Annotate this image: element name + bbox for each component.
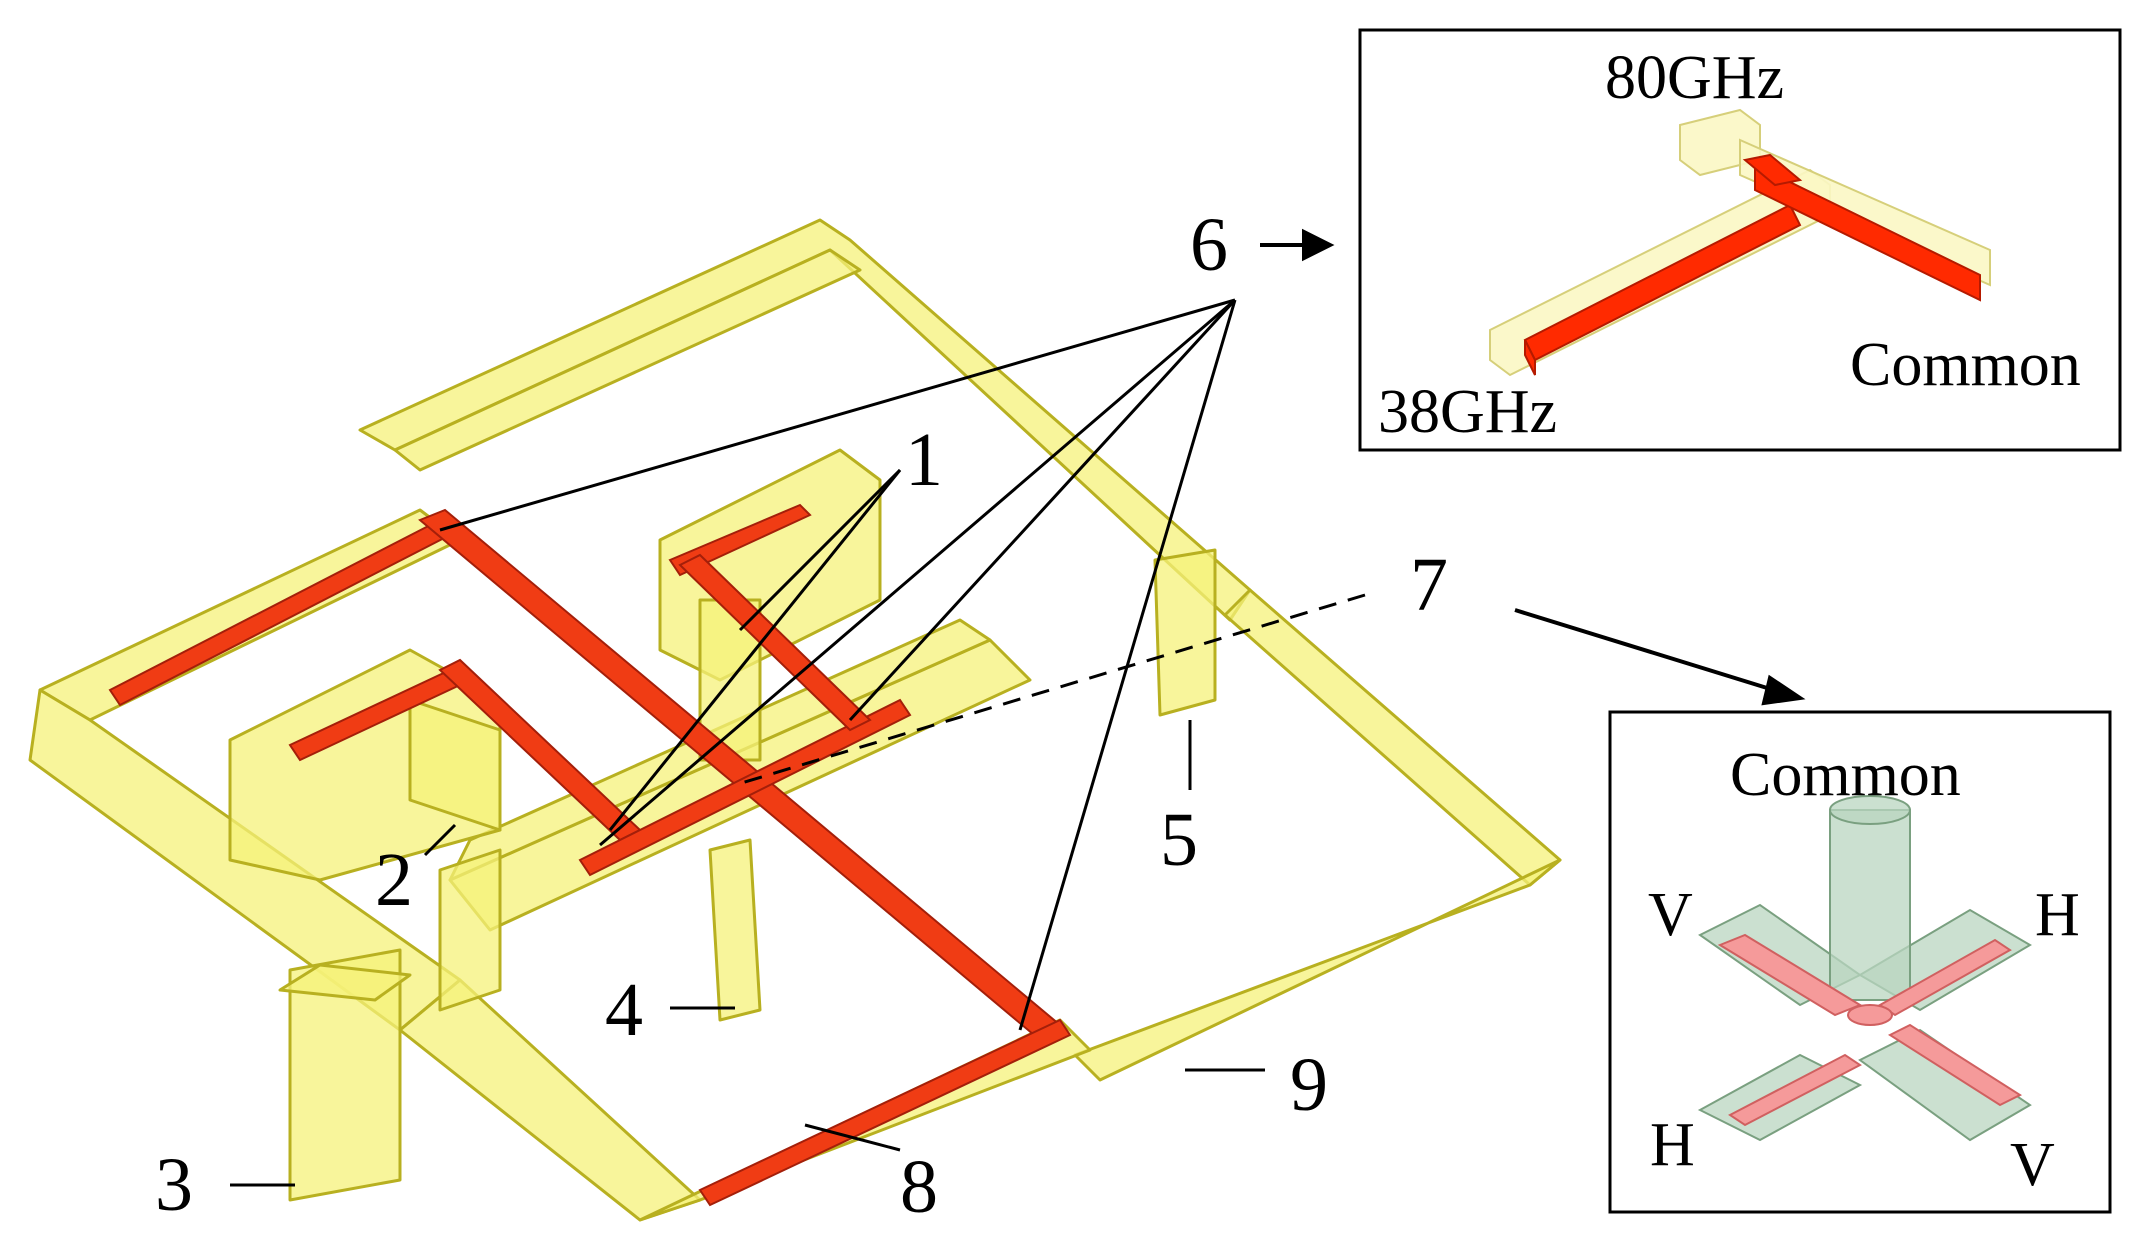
inset-diplexer: 80GHz 38GHz Common xyxy=(1358,28,2122,452)
leader-6-a xyxy=(439,298,1236,532)
label-9: 9 xyxy=(1290,1043,1328,1127)
arrow-7-shaft xyxy=(1514,608,1781,694)
leader-1 xyxy=(738,468,902,632)
outer-loop-top-inner xyxy=(393,248,862,472)
leader-2 xyxy=(423,823,457,857)
inset-omt: Common V H H V xyxy=(1608,710,2112,1214)
outer-loop-bottom xyxy=(398,978,702,1222)
diplexer-label-common: Common xyxy=(1850,331,2081,399)
label-1: 1 xyxy=(905,418,943,502)
filter-strip-top-diag xyxy=(678,553,872,732)
omt-label-v-top-left: V xyxy=(1648,881,1693,949)
filter-strips xyxy=(108,503,1072,1207)
leader-6-c xyxy=(848,298,1237,722)
omt-probe-v-top xyxy=(1717,933,1863,1017)
diplexer-filter-38-side xyxy=(1524,339,1536,376)
filter-strip-bottom xyxy=(698,1018,1072,1207)
diplexer-filter-80 xyxy=(1742,153,1803,187)
port-4-column xyxy=(708,838,762,1022)
label-7: 7 xyxy=(1410,543,1448,627)
omt-probe-h-bottom xyxy=(1728,1053,1862,1127)
leader-lines xyxy=(230,298,1366,1187)
number-labels: 1 2 3 4 5 6 7 8 9 xyxy=(155,203,1448,1229)
diplexer-label-80ghz: 80GHz xyxy=(1605,44,1784,112)
arrows xyxy=(1260,228,1806,706)
label-2: 2 xyxy=(375,838,413,922)
port-3-box xyxy=(288,948,402,1202)
filter-strip-cross xyxy=(578,698,912,877)
label-6: 6 xyxy=(1190,203,1228,287)
omt-label-common: Common xyxy=(1730,741,1961,809)
left-box-front xyxy=(408,698,502,832)
label-4: 4 xyxy=(605,968,643,1052)
leader-7-dashed xyxy=(734,593,1366,787)
leader-6-b xyxy=(599,298,1236,847)
leader-6-d xyxy=(1018,299,1237,1031)
omt-probe-v-bottom xyxy=(1887,1023,2023,1107)
waveguide-network xyxy=(28,218,1562,1222)
omt-center-pin xyxy=(1847,1004,1893,1026)
leader-8 xyxy=(804,1123,901,1152)
omt-label-v-bottom-right: V xyxy=(2010,1131,2055,1199)
leader-1b xyxy=(608,469,902,831)
port-3-box-top xyxy=(278,963,412,1002)
omt-label-h-top-right: H xyxy=(2035,881,2080,949)
arrow-7-head xyxy=(1761,674,1806,706)
port-5-column xyxy=(1153,548,1217,717)
omt-common-tube-top xyxy=(1829,795,1911,825)
filter-strip-top-pipe xyxy=(668,503,812,577)
diplexer-filter-common xyxy=(1754,163,1981,302)
label-5: 5 xyxy=(1160,798,1198,882)
label-3: 3 xyxy=(155,1143,193,1227)
diplexer-label-38ghz: 38GHz xyxy=(1378,378,1557,446)
omt-label-h-bottom-left: H xyxy=(1650,1111,1695,1179)
central-loop-box-left xyxy=(438,848,502,1012)
arrow-6-head xyxy=(1302,228,1335,262)
label-8: 8 xyxy=(900,1145,938,1229)
omt-common-tube xyxy=(1829,809,1911,1001)
outer-loop-right xyxy=(1223,588,1562,887)
